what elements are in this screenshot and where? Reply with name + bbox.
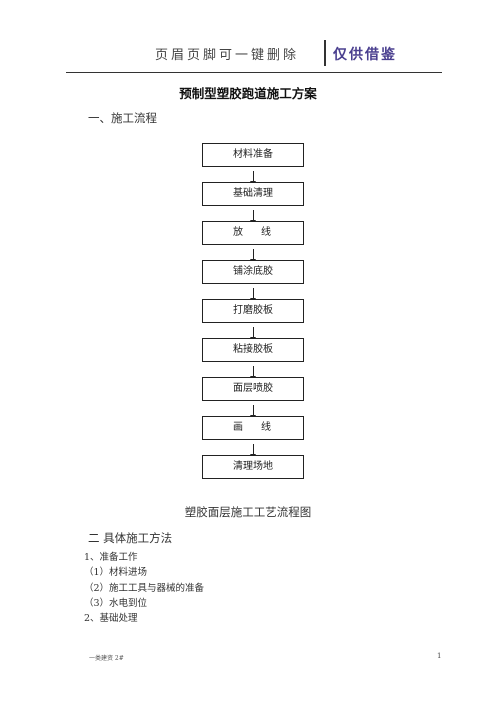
flow-step: 材料准备 (202, 143, 304, 186)
page-number: 1 (437, 652, 442, 660)
flow-step: 基础清理 (202, 182, 304, 225)
document-title: 预制型塑胶跑道施工方案 (179, 86, 317, 101)
list-item: （1）材料进场 (84, 567, 148, 579)
arrow-down-icon (250, 249, 256, 264)
header-right-text: 仅供借鉴 (333, 47, 397, 63)
header-separator (324, 40, 326, 66)
flow-step: 面层喷胶 (202, 377, 304, 420)
flow-step: 清理场地 (202, 455, 304, 479)
arrow-down-icon (250, 327, 256, 342)
flow-step-label: 打磨胶板 (233, 305, 273, 316)
arrow-down-icon (250, 405, 256, 420)
list-item: 1、准备工作 (84, 552, 138, 563)
header-left-text: 页眉页脚可一键删除 (154, 48, 299, 63)
flow-step-label: 粘接胶板 (233, 344, 273, 355)
flow-caption: 塑胶面层施工工艺流程图 (184, 505, 312, 519)
flow-step-label: 清理场地 (233, 461, 273, 472)
list-item: 2、基础处理 (84, 613, 138, 625)
list-item: （3）水电到位 (84, 597, 148, 609)
flow-step-label: 材料准备 (233, 149, 273, 160)
flow-step: 放线 (202, 221, 304, 264)
flow-step: 粘接胶板 (202, 338, 304, 381)
header-rule (66, 72, 442, 73)
flow-step-label: 面层喷胶 (233, 383, 273, 394)
list-item: （2）施工工具与器械的准备 (84, 582, 205, 594)
arrow-down-icon (250, 210, 256, 225)
flowchart: 材料准备 基础清理 放线 铺涂底胶 打磨胶板 粘接胶板 面层喷胶 画线 清理场地 (202, 143, 304, 494)
arrow-down-icon (250, 444, 256, 459)
flow-step: 铺涂底胶 (202, 260, 304, 303)
arrow-down-icon (250, 171, 256, 186)
flow-step-label: 铺涂底胶 (233, 266, 273, 277)
footer-left-text: 一类建资 2# (89, 655, 124, 662)
flow-step: 打磨胶板 (202, 299, 304, 342)
section2-heading: 二 具体施工方法 (88, 531, 173, 545)
flow-step: 画线 (202, 416, 304, 459)
arrow-down-icon (250, 288, 256, 303)
section1-heading: 一、施工流程 (88, 111, 157, 125)
arrow-down-icon (250, 366, 256, 381)
flow-step-label: 画线 (233, 422, 289, 433)
flow-step-label: 放线 (233, 227, 289, 238)
method-list: 1、准备工作 （1）材料进场 （2）施工工具与器械的准备 （3）水电到位 2、基… (84, 550, 204, 626)
flow-step-label: 基础清理 (233, 188, 273, 199)
